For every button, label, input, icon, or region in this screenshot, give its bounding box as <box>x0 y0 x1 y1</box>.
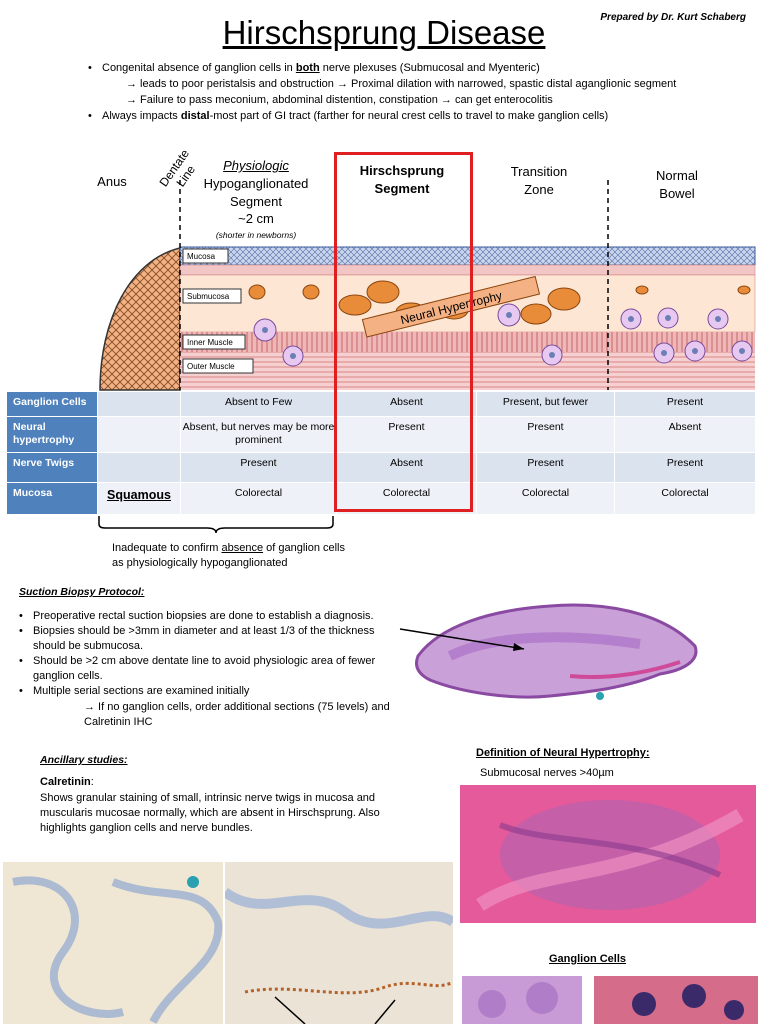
ancillary-title: Ancillary studies: <box>40 754 128 766</box>
bowel-diagram: Neural Hypertrophy <box>99 180 756 391</box>
intro-bullets: Congenital absence of ganglion cells in … <box>88 60 676 124</box>
table-cell: Absent <box>614 417 755 453</box>
intro-sub-2: → Failure to pass meconium, abdominal di… <box>126 94 553 106</box>
list-item: Preoperative rectal suction biopsies are… <box>19 609 404 624</box>
table-cell: Colorectal <box>476 483 614 515</box>
row-header: Neural hypertrophy <box>7 417 97 453</box>
ganglion-image-1 <box>462 976 582 1024</box>
row-header: Mucosa <box>7 483 97 515</box>
table-row: Nerve Twigs Present Absent Present Prese… <box>7 453 755 483</box>
anal-canal-shape <box>99 247 181 391</box>
layer-label-inner-muscle: Inner Muscle <box>187 338 233 347</box>
label-length: ~2 cm <box>238 211 274 226</box>
table-row: Ganglion Cells Absent to Few Absent Pres… <box>7 392 755 417</box>
table-cell: Present <box>336 417 476 453</box>
intro-sub-1: → leads to poor peristalsis and obstruct… <box>126 78 677 90</box>
table-cell: Squamous <box>97 483 180 515</box>
calretinin-image-positive <box>225 862 453 1024</box>
label-anus: Anus <box>97 174 127 189</box>
intro-bullet-2: Always impacts distal-most part of GI tr… <box>88 108 676 124</box>
table-cell: Present <box>476 417 614 453</box>
table-cell <box>97 392 180 417</box>
label-segment: Segment <box>229 194 283 209</box>
intro-bullet-1: Congenital absence of ganglion cells in … <box>88 60 676 76</box>
table-cell <box>97 453 180 483</box>
label-newborn-note: (shorter in newborns) <box>215 230 297 240</box>
table-cell: Present <box>614 392 755 417</box>
ganglion-title: Ganglion Cells <box>549 953 627 965</box>
hirschsprung-highlight-box <box>334 152 473 512</box>
table-cell <box>97 417 180 453</box>
label-bowel: Bowel <box>659 186 695 201</box>
inner-muscle-layer <box>180 332 755 352</box>
author-credit: Prepared by Dr. Kurt Schaberg <box>600 12 746 23</box>
table-cell: Absent, but nerves may be more prominent <box>180 417 336 453</box>
table-row: Neural hypertrophy Absent, but nerves ma… <box>7 417 755 453</box>
list-item: Should be >2 cm above dentate line to av… <box>19 654 404 684</box>
table-cell: Present, but fewer <box>476 392 614 417</box>
list-item: Biopsies should be >3mm in diameter and … <box>19 624 404 654</box>
label-hirschsprung-segment: Segment <box>374 181 430 196</box>
layer-label-submucosa: Submucosa <box>187 292 230 301</box>
table-cell: Absent to Few <box>180 392 336 417</box>
table-cell: Present <box>180 453 336 483</box>
label-zone: Zone <box>524 182 554 197</box>
bracket <box>98 516 334 534</box>
layer-label-mucosa: Mucosa <box>187 252 216 261</box>
table-cell: Present <box>476 453 614 483</box>
label-physiologic: Physiologic <box>223 158 289 173</box>
label-normal: Normal <box>656 168 698 183</box>
table-cell: Present <box>614 453 755 483</box>
list-item: Multiple serial sections are examined in… <box>19 684 404 699</box>
label-transition: Transition <box>510 164 568 179</box>
suction-title: Suction Biopsy Protocol: <box>19 586 145 598</box>
table-cell: Colorectal <box>614 483 755 515</box>
bracket-note: Inadequate to confirm absence of ganglio… <box>112 542 346 569</box>
biopsy-arrow <box>399 628 525 651</box>
biopsy-image <box>415 603 698 700</box>
row-header: Nerve Twigs <box>7 453 97 483</box>
neural-hypertrophy-image <box>460 785 756 923</box>
neural-def-text: Submucosal nerves >40µm <box>480 767 614 779</box>
label-hypoganglionated: Hypoganglionated <box>203 176 309 191</box>
label-hirschsprung: Hirschsprung <box>359 163 445 178</box>
page-title: Hirschsprung Disease <box>222 14 546 51</box>
table-cell: Absent <box>336 392 476 417</box>
calretinin-text: Shows granular staining of small, intrin… <box>40 792 380 834</box>
suction-sub: → If no ganglion cells, order additional… <box>84 701 390 728</box>
calretinin-label: Calretinin: <box>40 776 94 788</box>
ganglion-image-2 <box>594 976 758 1024</box>
row-header: Ganglion Cells <box>7 392 97 417</box>
calretinin-image-negative <box>3 862 223 1024</box>
table-cell: Colorectal <box>180 483 336 515</box>
neural-def-title: Definition of Neural Hypertrophy: <box>476 747 650 759</box>
layer-label-outer-muscle: Outer Muscle <box>187 362 235 371</box>
suction-list: Preoperative rectal suction biopsies are… <box>19 609 404 699</box>
